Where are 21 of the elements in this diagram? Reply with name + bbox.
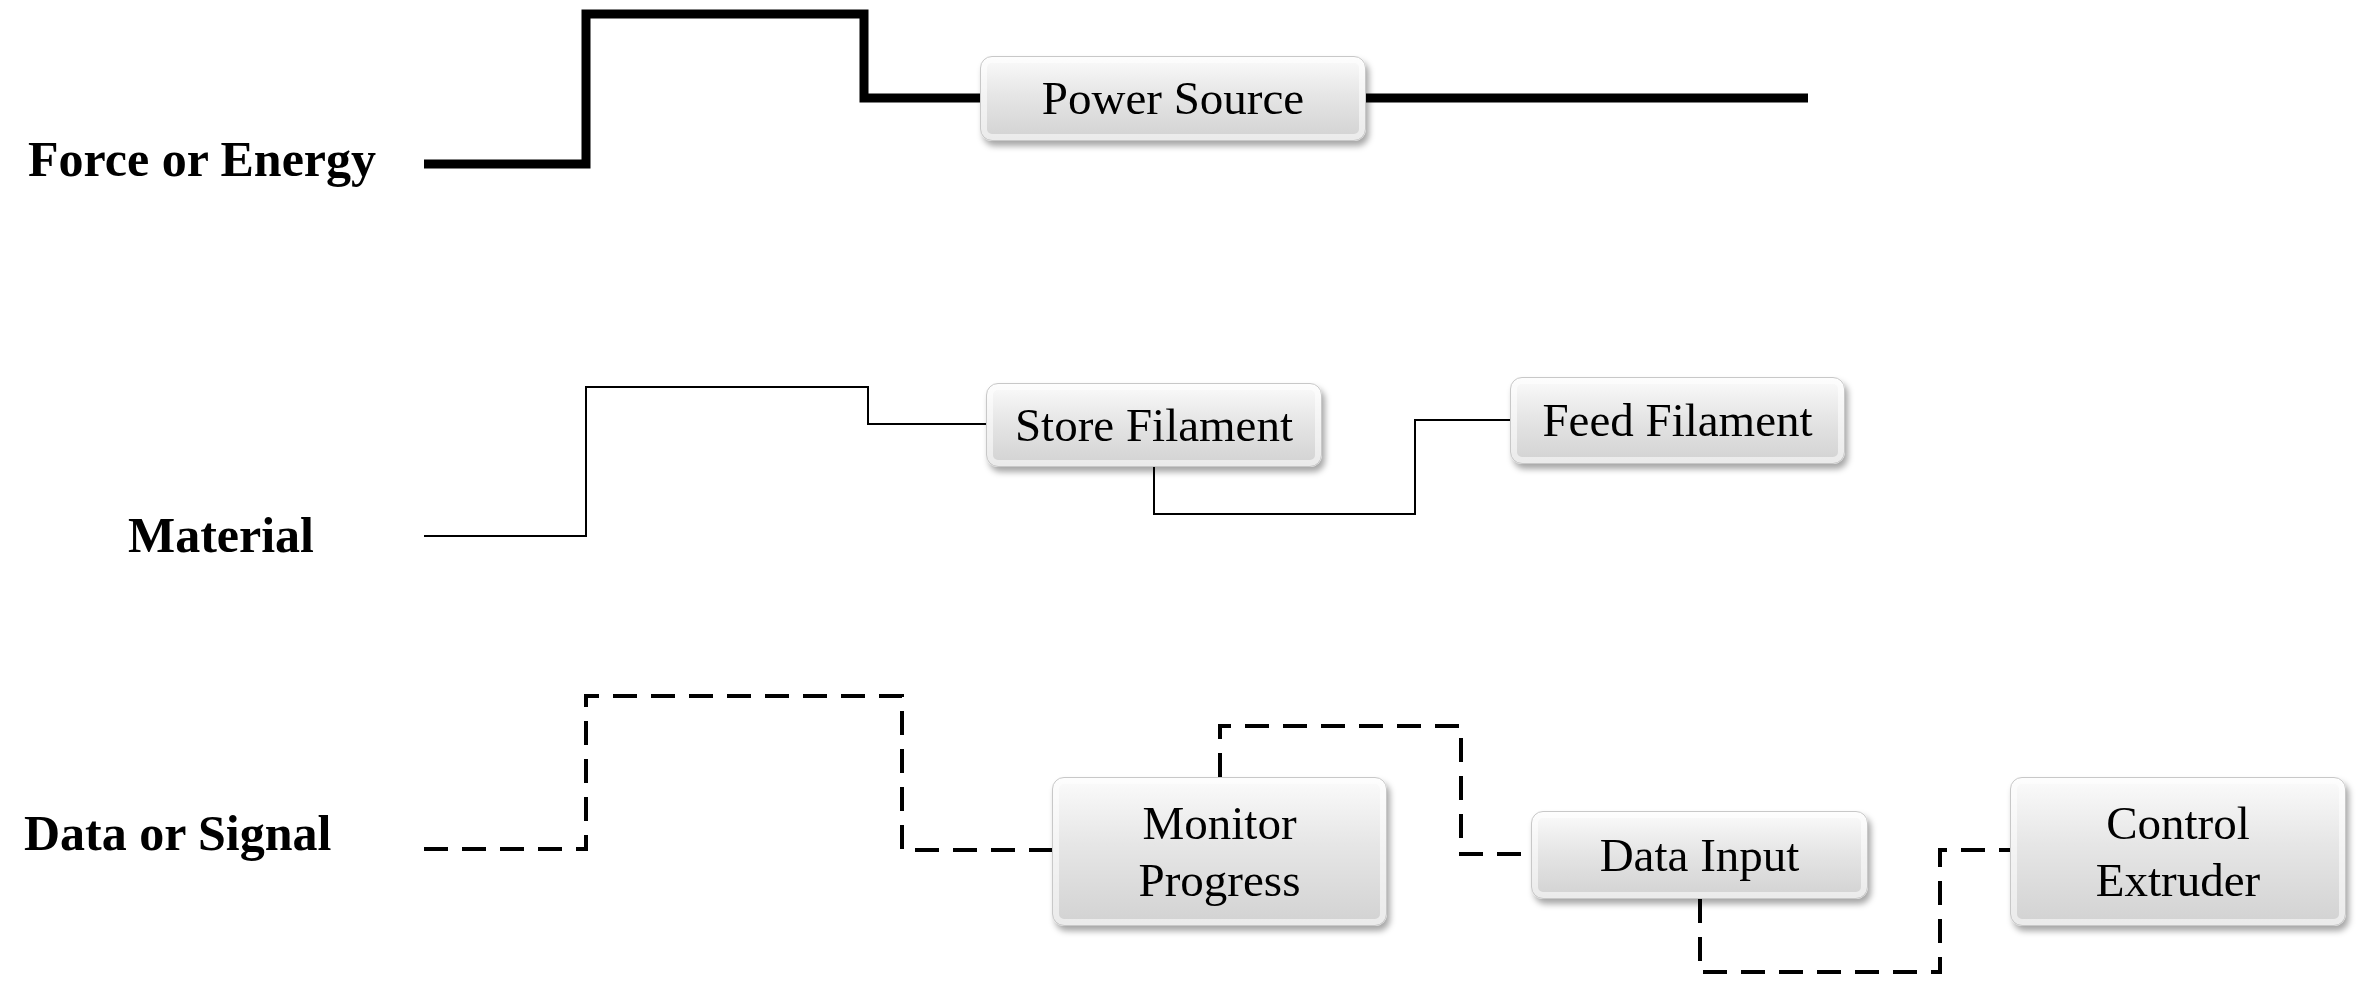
connector-line (1153, 419, 1511, 515)
process-box (1052, 777, 1387, 926)
flow-type-label: Material (128, 506, 314, 564)
box-label: Control Extruder (2094, 796, 2262, 908)
connector-line (424, 9, 980, 169)
box-label: Feed Filament (1542, 393, 1813, 449)
box-label: Data Input (1599, 827, 1800, 883)
connector-line (1366, 93, 1808, 103)
box-label: Monitor Progress (1137, 796, 1302, 908)
connector-line (1698, 848, 2010, 974)
flow-type-label: Data or Signal (24, 804, 332, 862)
process-box (1510, 377, 1845, 464)
box-label: Power Source (1041, 71, 1305, 127)
process-box (980, 56, 1366, 141)
connector-line (424, 694, 1052, 852)
process-box (2010, 777, 2346, 926)
process-box (1531, 811, 1868, 899)
box-label: Store Filament (1014, 397, 1294, 453)
flow-type-label: Force or Energy (28, 130, 377, 188)
connector-line (423, 386, 987, 537)
process-box (986, 383, 1322, 467)
